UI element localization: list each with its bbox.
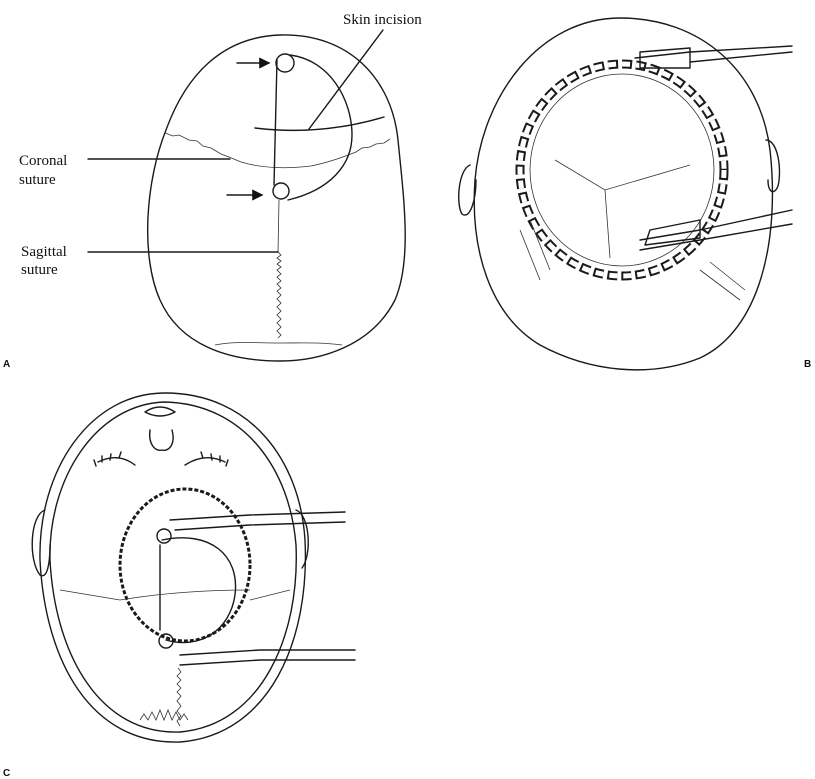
- coronal-label-1: Coronal: [19, 153, 67, 169]
- head-inner-outline: [49, 401, 297, 733]
- retractor-bottom: [639, 209, 793, 251]
- retractor-bottom: [179, 649, 356, 666]
- skin-incision-line: [254, 116, 385, 132]
- right-eye: [184, 451, 229, 467]
- skin-incision-label: Skin incision: [343, 12, 422, 28]
- coronal-suture-line: [164, 132, 391, 169]
- sagittal-label-1: Sagittal: [21, 244, 67, 260]
- panel-b-bone-flap: B: [458, 17, 811, 371]
- nose: [148, 429, 174, 452]
- skin-incision-leader: [308, 29, 384, 130]
- left-eye: [93, 451, 136, 467]
- panel-a-letter: A: [3, 359, 10, 370]
- panel-a-skull-diagram: Skin incision Coronal suture Sagittal su…: [3, 12, 422, 370]
- burr-hole-top: [275, 53, 295, 73]
- hatching: [519, 219, 746, 301]
- burr-hole-bottom: [158, 633, 174, 649]
- right-ear: [295, 509, 309, 569]
- dura-sutures: [554, 159, 691, 259]
- coronal-suture: [59, 589, 291, 601]
- panel-b-letter: B: [804, 359, 811, 370]
- panel-c-patient-view: C: [3, 392, 356, 779]
- head-outline: [473, 17, 774, 371]
- panel-c-letter: C: [3, 768, 10, 779]
- coronal-label-2: suture: [19, 172, 56, 188]
- sagittal-suture-line: [276, 199, 282, 339]
- dura-edge: [529, 73, 715, 267]
- head-outline: [39, 392, 307, 743]
- skull-outline: [146, 34, 406, 362]
- sagittal-label-2: suture: [21, 262, 58, 278]
- bone-flap: [159, 537, 237, 644]
- burr-hole-bottom: [272, 182, 290, 200]
- bone-flap-outline: [273, 54, 353, 201]
- craniotomy-rim-inner: [517, 61, 727, 279]
- sagittal-lambdoid-sutures: [139, 667, 189, 727]
- retractor-top: [634, 45, 793, 69]
- craniotomy-opening: [118, 487, 252, 643]
- lambdoid-suture-line: [214, 342, 343, 346]
- retractor-top: [169, 511, 346, 531]
- left-ear: [31, 509, 51, 577]
- left-ear: [458, 164, 477, 216]
- mouth: [144, 406, 176, 417]
- burr-hole-top: [156, 528, 172, 544]
- right-ear: [765, 139, 781, 193]
